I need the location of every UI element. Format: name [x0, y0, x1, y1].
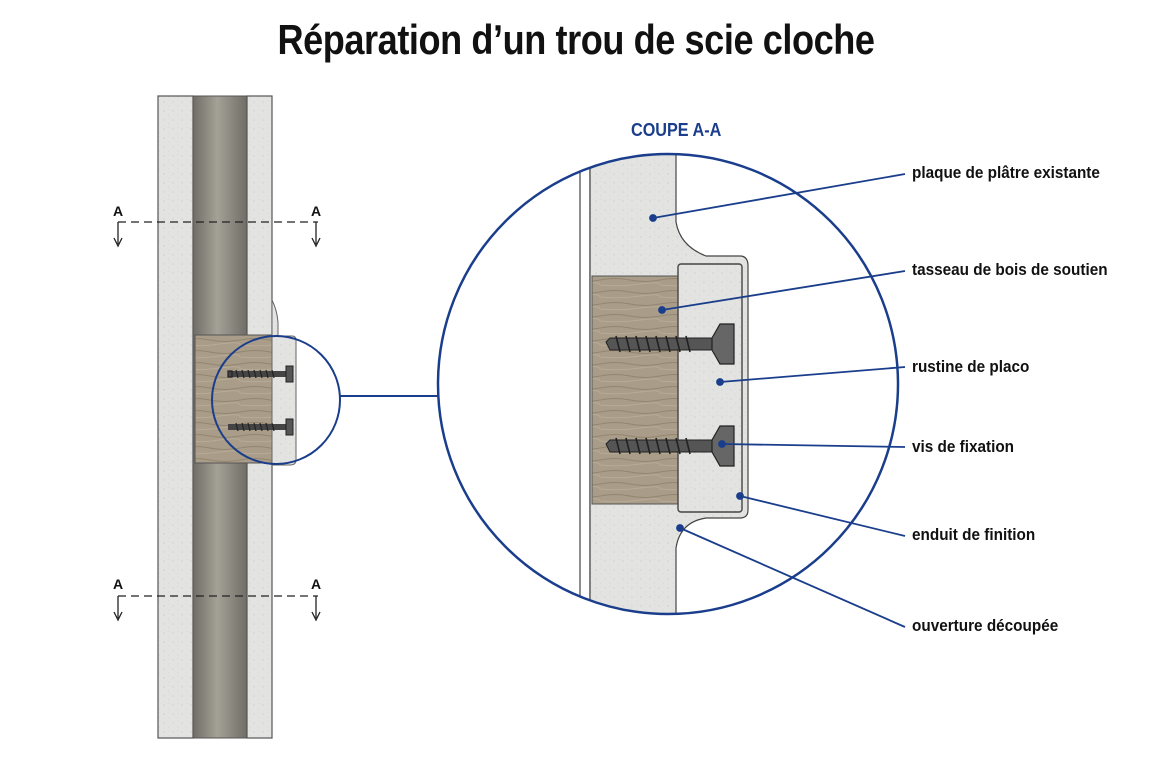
leader-cut-opening [679, 527, 906, 628]
screw-small-bottom [228, 418, 294, 436]
leader-wood-batten [661, 270, 906, 311]
page-title: Réparation d’un trou de scie cloche [277, 16, 875, 63]
section-marker-top-right: A [311, 203, 322, 219]
detail-screw-top [605, 323, 735, 365]
detail-title: COUPE A-A [631, 120, 722, 140]
detail-thin-board [579, 154, 591, 614]
detail-circle-outline [436, 152, 900, 616]
section-cut-top [113, 221, 321, 248]
screw-small-top [227, 365, 294, 383]
wall-section-view [113, 95, 453, 739]
label-existing-plaster: plaque de plâtre existante [912, 163, 1100, 182]
label-cut-opening: ouverture découpée [912, 616, 1059, 635]
leader-existing-plaster [652, 173, 906, 219]
label-wood-batten: tasseau de bois de soutien [912, 260, 1108, 279]
detail-callout-circle [211, 335, 341, 465]
section-marker-top-left: A [113, 203, 124, 219]
label-finish-coat: enduit de finition [912, 525, 1036, 544]
leader-lines [649, 173, 906, 628]
leader-screws [721, 443, 906, 448]
left-plaster-board [157, 95, 194, 739]
section-marker-bottom-right: A [311, 576, 322, 592]
section-cut-bottom [113, 595, 321, 622]
label-screws: vis de fixation [912, 437, 1015, 456]
detail-patch [677, 263, 743, 513]
leader-finish-coat [739, 495, 906, 537]
detail-section-view [436, 152, 900, 616]
wood-batten-small [194, 334, 276, 464]
label-patch: rustine de placo [912, 357, 1030, 376]
detail-wood-batten [591, 275, 679, 505]
leader-patch [719, 366, 906, 383]
section-marker-bottom-left: A [113, 576, 124, 592]
